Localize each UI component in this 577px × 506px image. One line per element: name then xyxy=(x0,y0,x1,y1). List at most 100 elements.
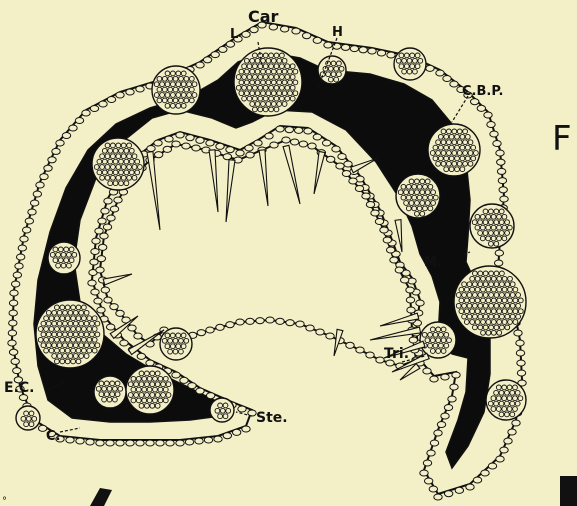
epidermal-cell xyxy=(430,376,438,382)
lining-cell xyxy=(400,277,408,283)
epidermal-cell xyxy=(196,62,204,68)
lining-cell xyxy=(266,317,274,323)
epidermal-cell xyxy=(500,447,508,453)
vascular-bundle xyxy=(394,48,426,80)
epidermal-cell xyxy=(448,396,456,402)
epidermal-cell xyxy=(452,372,460,378)
epidermal-cell xyxy=(324,42,332,48)
epidermal-cell xyxy=(20,236,28,242)
epidermal-cell xyxy=(120,340,128,346)
epidermal-cell xyxy=(466,484,474,490)
epidermal-cell xyxy=(18,245,26,251)
epidermal-cell xyxy=(28,209,36,215)
epidermal-cell xyxy=(185,439,193,445)
epidermal-cell xyxy=(429,486,437,492)
epidermal-cell xyxy=(196,137,204,143)
epidermal-cell xyxy=(36,182,44,188)
epidermal-cell xyxy=(344,161,352,167)
lining-cell xyxy=(290,139,298,145)
epidermal-cell xyxy=(216,143,224,149)
epidermal-cell xyxy=(98,218,106,224)
lining-cell xyxy=(101,287,109,293)
epidermal-cell xyxy=(517,360,525,366)
epidermal-cell xyxy=(97,307,105,313)
lining-cell xyxy=(182,143,190,149)
epidermal-cell xyxy=(92,238,100,244)
epidermal-cell xyxy=(44,165,52,171)
epidermal-cell xyxy=(322,140,330,146)
epidermal-cell xyxy=(66,437,74,443)
label-car: Car xyxy=(248,7,279,26)
epidermal-cell xyxy=(15,263,23,269)
lining-cell xyxy=(246,318,254,324)
epidermal-cell xyxy=(294,127,302,133)
epidermal-cell xyxy=(99,101,107,107)
epidermal-cell xyxy=(516,350,524,356)
lining-cell xyxy=(326,156,334,162)
lining-cell xyxy=(371,210,379,216)
vascular-bundle xyxy=(48,242,80,274)
epidermal-cell xyxy=(69,125,77,131)
epidermal-cell xyxy=(424,478,432,484)
lining-cell xyxy=(107,215,115,221)
epidermal-cell xyxy=(497,159,505,165)
epidermal-cell xyxy=(484,112,492,118)
epidermal-cell xyxy=(126,89,134,95)
epidermal-cell xyxy=(232,429,240,435)
lining-cell xyxy=(103,224,111,230)
epidermal-cell xyxy=(436,70,444,76)
epidermal-cell xyxy=(16,254,24,260)
epidermal-cell xyxy=(488,463,496,469)
epidermal-cell xyxy=(22,227,30,233)
epidermal-cell xyxy=(443,75,451,81)
lining-cell xyxy=(116,310,124,316)
lining-cell xyxy=(376,357,384,363)
epidermal-cell xyxy=(62,132,70,138)
epidermal-cell xyxy=(11,358,19,364)
epidermal-cell xyxy=(292,28,300,34)
epidermal-cell xyxy=(94,298,102,304)
lining-cell xyxy=(390,257,398,263)
epidermal-cell xyxy=(13,272,21,278)
epidermal-cell xyxy=(497,168,505,174)
label-ste: Ste. xyxy=(256,410,288,426)
epidermal-cell xyxy=(504,438,512,444)
lining-cell xyxy=(236,319,244,325)
epidermal-cell xyxy=(9,320,17,326)
epidermal-cell xyxy=(9,310,17,316)
epidermal-cell xyxy=(242,31,250,37)
epidermal-cell xyxy=(313,37,321,43)
epidermal-cell xyxy=(494,260,502,266)
epidermal-cell xyxy=(333,43,341,49)
epidermal-cell xyxy=(180,377,188,383)
epidermal-cell xyxy=(104,198,112,204)
epidermal-cell xyxy=(226,147,234,153)
epidermal-cell xyxy=(176,132,184,138)
lining-cell xyxy=(409,337,417,343)
epidermal-cell xyxy=(107,96,115,102)
epidermal-cell xyxy=(48,157,56,163)
lining-cell xyxy=(386,247,394,253)
epidermal-cell xyxy=(203,57,211,63)
lining-cell xyxy=(299,141,307,147)
epidermal-cell xyxy=(516,340,524,346)
epidermal-cell xyxy=(368,48,376,54)
lining-cell xyxy=(104,297,112,303)
epidermal-cell xyxy=(136,86,144,92)
lining-cell xyxy=(342,170,350,176)
lining-cell xyxy=(356,347,364,353)
epidermal-cell xyxy=(304,128,312,134)
epidermal-cell xyxy=(426,65,434,71)
lining-cell xyxy=(375,218,383,224)
epidermal-cell xyxy=(470,99,478,105)
lining-cell xyxy=(362,193,370,199)
epidermal-cell xyxy=(338,153,346,159)
epidermal-cell xyxy=(204,437,212,443)
lining-cell xyxy=(246,152,254,158)
epidermal-cell xyxy=(477,105,485,111)
epidermal-cell xyxy=(427,450,435,456)
label-l: L xyxy=(230,27,238,42)
epidermal-cell xyxy=(423,368,431,374)
lining-cell xyxy=(98,244,106,250)
lining-cell xyxy=(192,145,200,151)
